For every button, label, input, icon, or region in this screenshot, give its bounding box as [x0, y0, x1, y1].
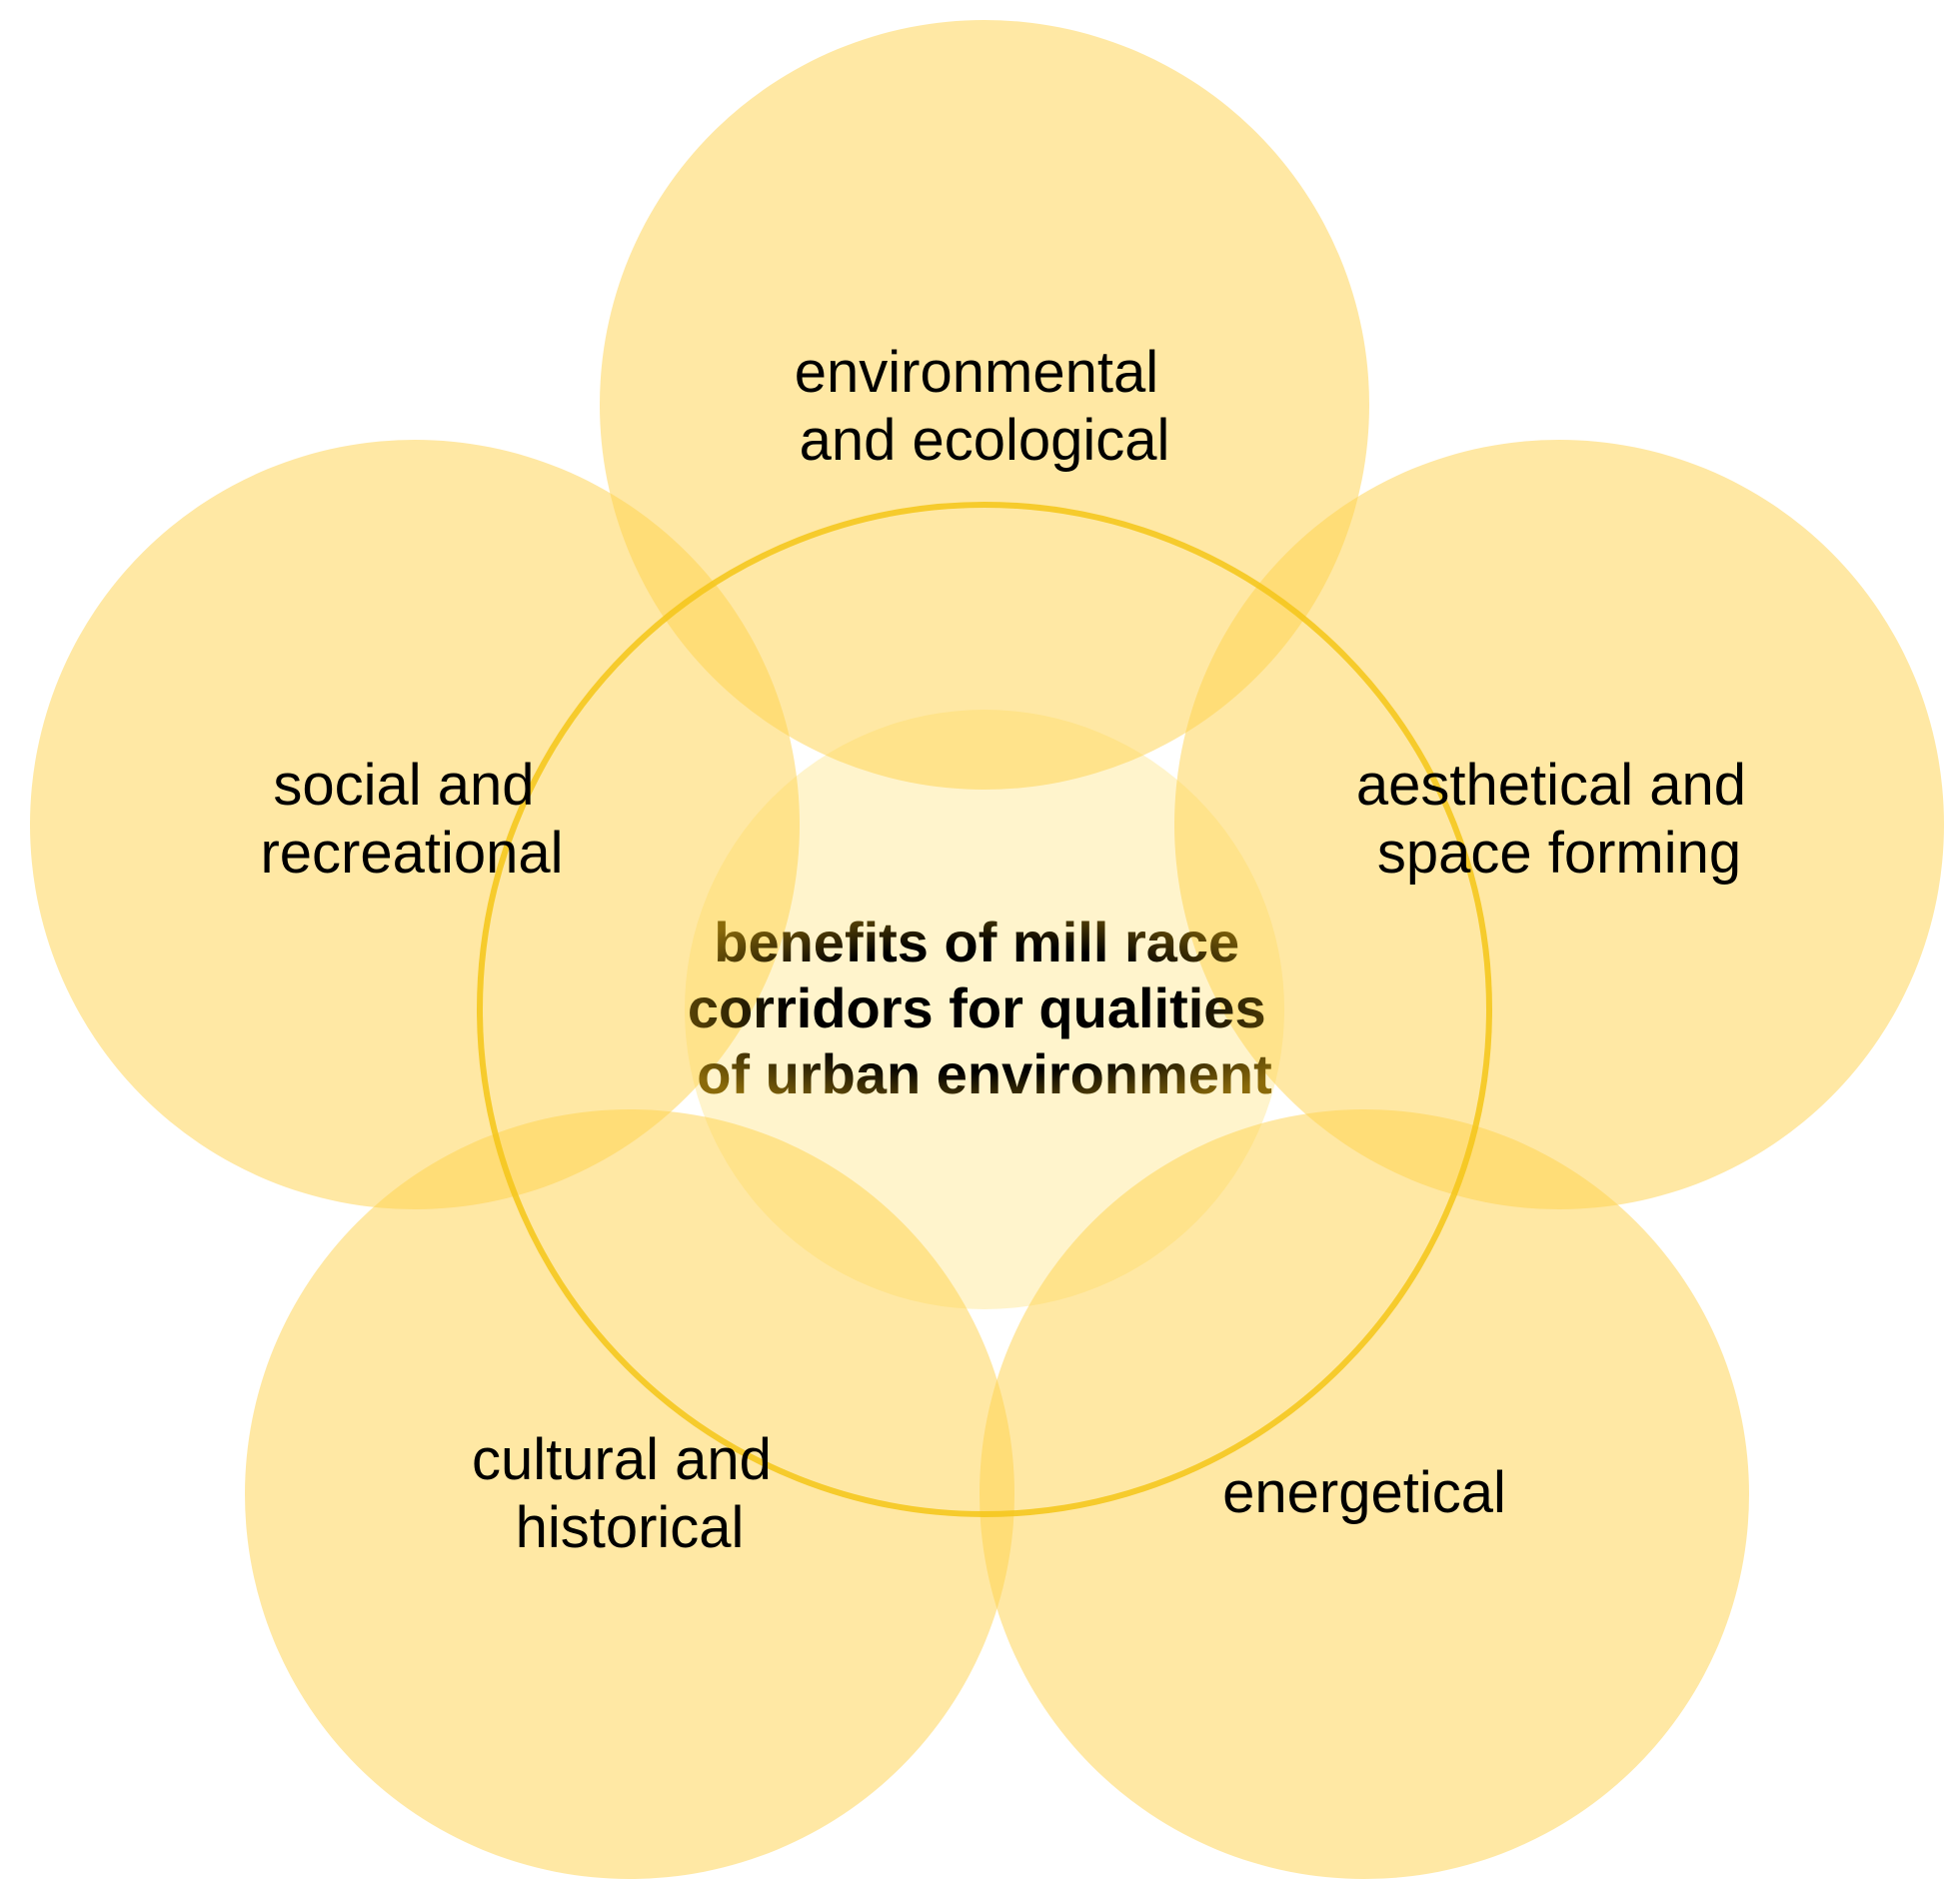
- label-aesthetical: aesthetical and space forming: [1356, 753, 1762, 886]
- label-social-line-1: social and: [273, 753, 534, 818]
- label-environmental-line-2: and ecological: [800, 408, 1170, 473]
- label-cultural: cultural and historical: [472, 1427, 788, 1560]
- center-label: benefits of mill race corridors for qual…: [688, 911, 1281, 1105]
- label-environmental-line-1: environmental: [795, 340, 1158, 405]
- petals: [30, 20, 1944, 1879]
- petal-circle-energetical: [980, 1109, 1749, 1879]
- label-social: social and recreational: [260, 753, 563, 886]
- petal-circle-environmental: [600, 20, 1369, 790]
- center-circle: [477, 502, 1492, 1517]
- label-social-line-2: recreational: [260, 821, 563, 886]
- label-cultural-line-1: cultural and: [472, 1427, 772, 1492]
- label-cultural-line-2: historical: [516, 1495, 745, 1560]
- center-label-line-3: of urban environment: [697, 1042, 1272, 1105]
- petal-circle-social: [30, 440, 800, 1209]
- center-label-line-2: corridors for qualities: [688, 976, 1266, 1039]
- label-energetical: energetical: [1222, 1460, 1506, 1525]
- petal-circle-aesthetical: [1174, 440, 1944, 1209]
- label-environmental: environmental and ecological: [795, 340, 1174, 473]
- label-energetical-line-1: energetical: [1222, 1460, 1506, 1525]
- label-aesthetical-line-1: aesthetical and: [1356, 753, 1746, 818]
- center-label-line-1: benefits of mill race: [714, 911, 1239, 973]
- center-highlight: [685, 710, 1284, 1309]
- petal-circle-cultural: [245, 1109, 1014, 1879]
- label-aesthetical-line-2: space forming: [1377, 821, 1741, 886]
